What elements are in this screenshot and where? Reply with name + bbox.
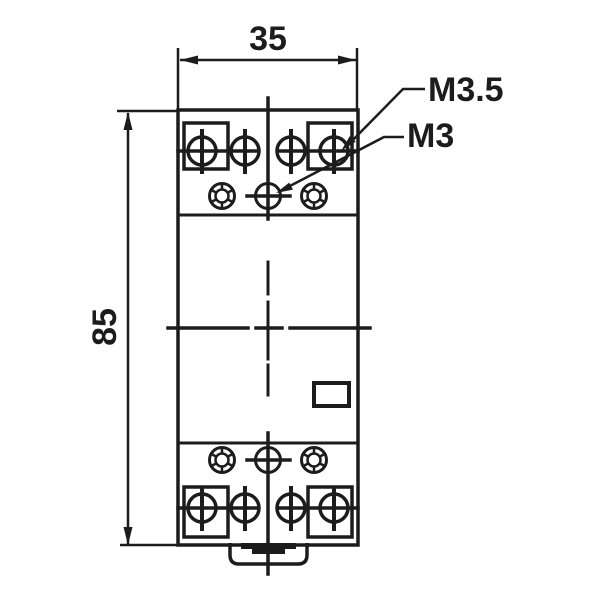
torx-screw-icon (300, 182, 328, 210)
arrowhead-top (123, 112, 133, 130)
torx-screw-icon (208, 182, 236, 210)
leader-line (346, 87, 425, 147)
torx-screw-icon (208, 446, 236, 474)
m35-leader: M3.5 (341, 71, 504, 151)
arrowhead-left (180, 55, 198, 65)
height-dimension: 85 (86, 109, 178, 547)
indicator-window (312, 381, 351, 408)
din-clip-spring (252, 543, 285, 554)
arrowhead-bottom (123, 527, 133, 545)
torx-screw-icon (300, 446, 328, 474)
terminal-box (182, 121, 230, 171)
terminal-box (306, 121, 354, 171)
arrowhead-right (338, 55, 356, 65)
m3-leader: M3 (276, 117, 454, 193)
top-terminal-group (176, 121, 360, 211)
width-dimension: 35 (176, 20, 359, 110)
leader-line (287, 135, 404, 189)
thread-label-m3: M3 (407, 117, 454, 155)
thread-label-m35: M3.5 (428, 71, 504, 109)
din-rail-clip (228, 543, 309, 566)
leader-arrowhead (341, 136, 356, 151)
terminal-box (182, 485, 230, 539)
height-dimension-label: 85 (86, 308, 124, 346)
din-clip-outline (228, 543, 309, 566)
width-dimension-label: 35 (249, 20, 287, 58)
leader-arrowhead (276, 182, 293, 193)
bottom-terminal-group (176, 445, 360, 539)
terminal-box (306, 485, 354, 539)
